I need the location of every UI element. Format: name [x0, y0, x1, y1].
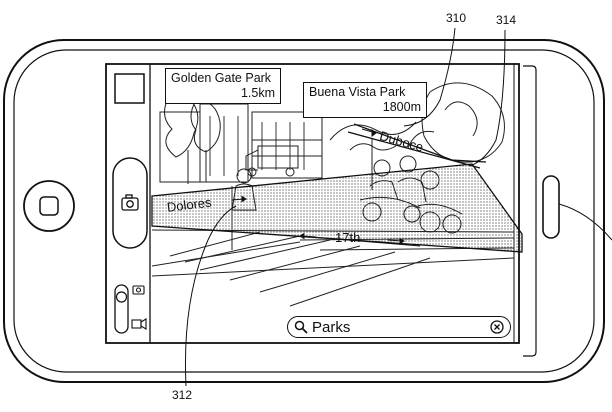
photo-thumbnail[interactable] — [114, 73, 145, 104]
duboce-street-overlay — [347, 131, 481, 169]
poi-distance: 1.5km — [240, 86, 275, 100]
leader-line-right — [558, 203, 612, 241]
poi-pointer — [353, 123, 487, 163]
truck — [245, 145, 299, 177]
home-button[interactable] — [23, 180, 75, 232]
camera-icon — [121, 194, 139, 211]
leader-line-314 — [469, 29, 506, 167]
video-mode-icon — [131, 318, 147, 330]
poi-card-golden-gate-park[interactable]: Golden Gate Park 1.5km — [165, 68, 281, 104]
screen-outline — [105, 63, 520, 344]
reference-numeral-310: 310 — [446, 11, 467, 25]
magnifier-icon — [294, 320, 308, 334]
street-label-17th: 17th — [335, 230, 361, 245]
phone-outer-body — [3, 39, 605, 383]
poi-name: Golden Gate Park — [171, 71, 272, 85]
seventeenth-street-overlay — [299, 235, 421, 247]
direction-arrow-icon — [231, 128, 405, 245]
leader-line-310 — [403, 27, 456, 127]
mode-toggle[interactable] — [114, 284, 129, 334]
shutter-button[interactable] — [112, 157, 148, 249]
leader-line-312 — [184, 205, 237, 387]
photo-mode-icon — [132, 285, 145, 295]
dolores-street-overlay — [151, 163, 523, 253]
home-button-square-icon — [39, 196, 59, 216]
poi-card-buena-vista-park[interactable]: Buena Vista Park 1800m — [303, 82, 427, 118]
side-bracket — [523, 65, 537, 357]
reference-numeral-312: 312 — [172, 388, 193, 402]
search-bar[interactable]: Parks — [287, 316, 511, 338]
reference-numeral-314: 314 — [496, 13, 517, 27]
poi-name: Buena Vista Park — [309, 85, 406, 99]
speaker-slot — [542, 175, 560, 239]
poi-distance: 1800m — [382, 100, 421, 114]
clear-icon[interactable] — [490, 320, 504, 334]
search-query[interactable]: Parks — [312, 318, 351, 336]
phone-inner-bezel — [13, 49, 595, 373]
